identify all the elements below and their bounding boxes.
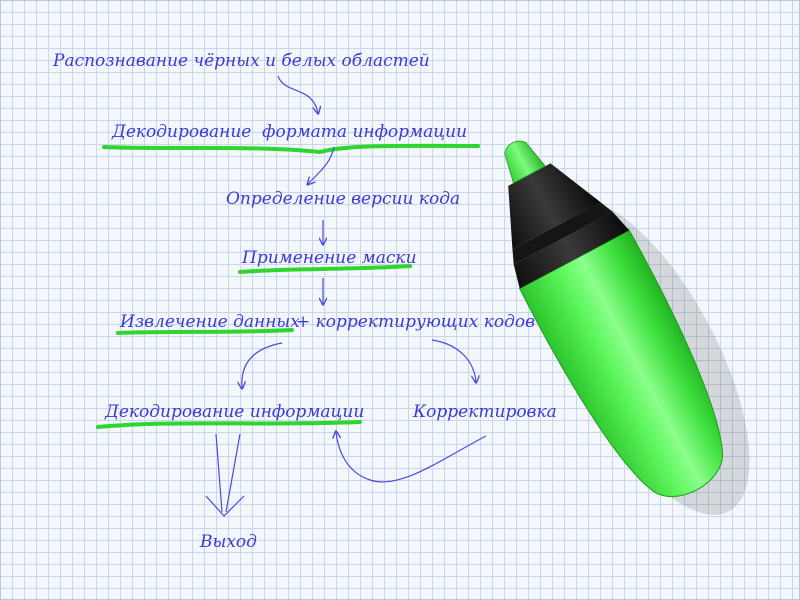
arrow-extract-to-info-decoding [242, 342, 283, 388]
highlight-extract [116, 328, 294, 335]
arrow-extract-to-correction [431, 339, 476, 382]
highlight-format-decoding [102, 143, 480, 155]
highlight-mask [238, 264, 412, 274]
step-recognition: Распознавание чёрных и белых областей [53, 51, 430, 71]
arrow-info-decoding-to-output-b [225, 433, 241, 513]
step-version: Определение версии кода [226, 189, 461, 209]
marker-collar [513, 211, 630, 289]
marker-tip [504, 140, 546, 184]
arrow-correction-to-info-decoding [336, 432, 487, 483]
marker-cone [508, 163, 601, 250]
step-correction: Корректировка [413, 402, 557, 422]
step-info-decoding: Декодирование информации [105, 402, 365, 422]
step-extract-data: Извлечение данных [120, 312, 300, 332]
step-output: Выход [200, 532, 257, 552]
marker-body [519, 229, 723, 497]
step-format-decoding: Декодирование формата информации [112, 122, 468, 142]
step-extract-codes: + корректирующих кодов [296, 312, 536, 332]
arrow-info-decoding-to-output-a [215, 433, 223, 513]
highlight-info-decoding [96, 420, 362, 429]
arrow-format-to-version [308, 146, 335, 184]
arrow-recognition-to-format [277, 75, 318, 113]
step-mask: Применение маски [242, 248, 417, 268]
arrowhead-output [205, 495, 245, 517]
